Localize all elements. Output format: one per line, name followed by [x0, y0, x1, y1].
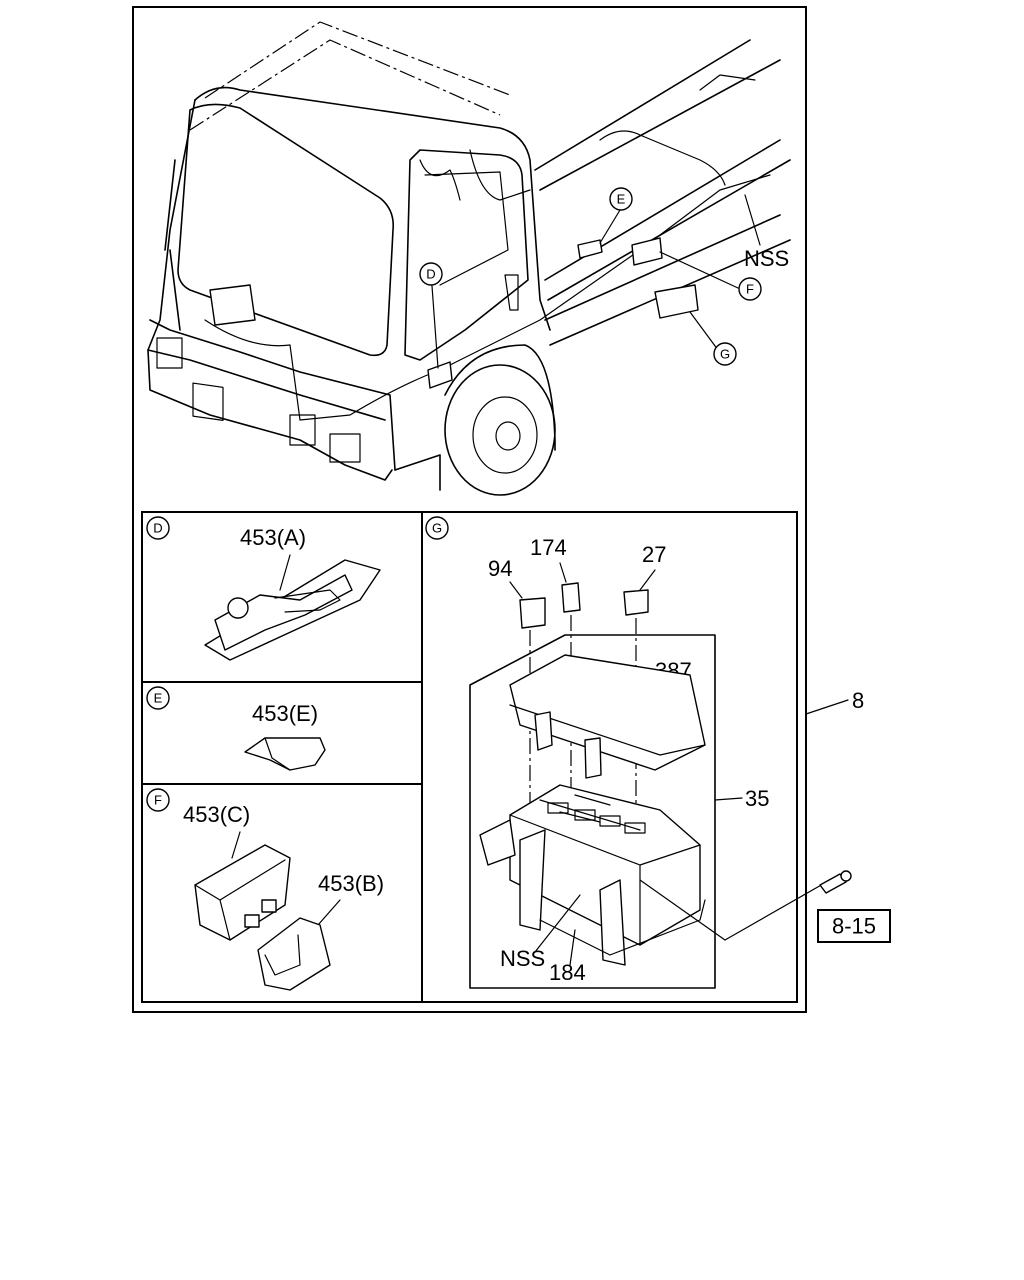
label-174: 174: [530, 535, 567, 560]
label-453b: 453(B): [318, 871, 384, 896]
svg-text:G: G: [720, 347, 730, 362]
panel-f: F 453(C) 453(B): [146, 788, 384, 991]
diagram-frame: [132, 6, 807, 1013]
reference-box[interactable]: 8-15: [817, 909, 891, 943]
label-184: 184: [549, 960, 586, 985]
label-453a: 453(A): [240, 525, 306, 550]
callout-e: E: [609, 187, 633, 211]
panel-g: G 94 174 27 387 35 NSS 184: [425, 516, 831, 989]
label-27: 27: [642, 542, 666, 567]
truck-illustration: [147, 21, 791, 496]
panel-d: D 453(A): [146, 516, 381, 661]
callout-f: F: [738, 277, 762, 301]
detail-panels: [141, 511, 798, 1003]
label-94: 94: [488, 556, 512, 581]
callout-g: G: [713, 342, 737, 366]
label-nss-box: NSS: [500, 946, 545, 971]
label-453c: 453(C): [183, 802, 250, 827]
reference-label: 8-15: [832, 914, 876, 939]
svg-text:E: E: [617, 192, 626, 207]
callout-leaders: [431, 194, 761, 369]
svg-text:E: E: [154, 691, 163, 706]
svg-text:F: F: [746, 282, 754, 297]
label-453e: 453(E): [252, 701, 318, 726]
label-35: 35: [745, 786, 769, 811]
bolt-icon: [819, 870, 852, 894]
callout-d: D: [419, 262, 443, 286]
label-part-8: 8: [852, 688, 864, 713]
svg-text:G: G: [432, 521, 442, 536]
svg-text:D: D: [426, 267, 435, 282]
panel-e: E 453(E): [146, 686, 326, 771]
svg-text:F: F: [154, 793, 162, 808]
label-nss-top: NSS: [744, 246, 789, 271]
svg-text:D: D: [153, 521, 162, 536]
